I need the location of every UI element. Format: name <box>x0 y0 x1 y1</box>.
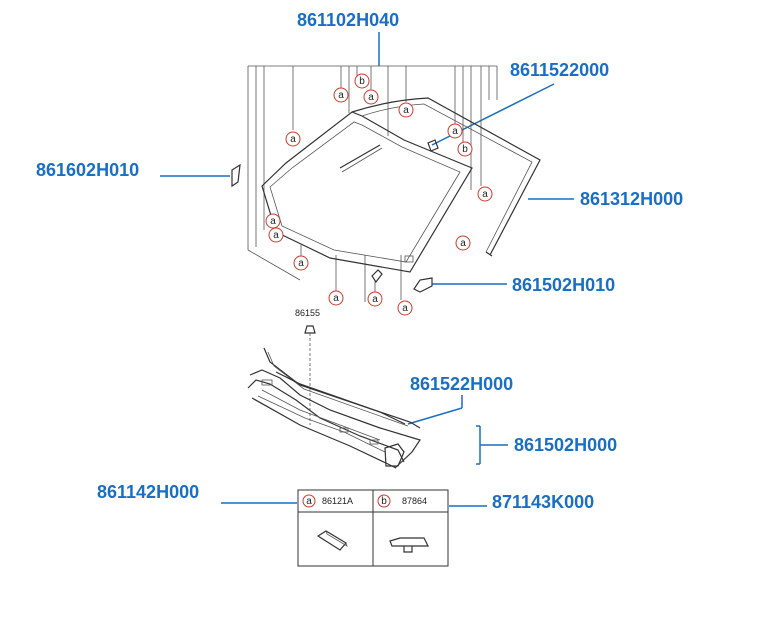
svg-text:a: a <box>368 92 374 103</box>
callout-a[interactable]: a <box>363 89 379 105</box>
callout-a[interactable]: a <box>477 186 493 202</box>
callout-b[interactable]: b <box>457 141 473 157</box>
legend-table: a 86121A b 87864 <box>297 489 449 567</box>
callout-b[interactable]: b <box>354 73 370 89</box>
callout-a[interactable]: a <box>398 102 414 118</box>
label-clip-top[interactable]: 8611522000 <box>510 60 609 80</box>
weatherstrip-right[interactable] <box>351 97 541 257</box>
label-windshield-glass[interactable]: 861102H040 <box>297 10 399 30</box>
svg-text:a: a <box>482 189 488 200</box>
label-weatherstrip-right[interactable]: 861312H000 <box>580 189 683 209</box>
svg-text:a: a <box>402 303 408 314</box>
legend-b-code: 87864 <box>402 496 427 506</box>
dam-left-icon <box>316 530 348 551</box>
legend-item-b[interactable]: b 87864 <box>377 494 429 553</box>
svg-text:b: b <box>462 144 468 155</box>
callout-a[interactable]: a <box>447 123 463 139</box>
cowl-seal[interactable] <box>275 371 406 425</box>
svg-text:a: a <box>298 258 304 269</box>
label-cowl-ref[interactable]: 86155 <box>295 308 320 318</box>
callout-a[interactable]: a <box>367 291 383 307</box>
svg-text:b: b <box>359 76 365 87</box>
svg-text:a: a <box>333 293 339 304</box>
windshield-glass[interactable] <box>261 111 473 273</box>
cowl-panel[interactable] <box>247 347 421 469</box>
clip-top[interactable] <box>427 139 439 152</box>
callout-a[interactable]: a <box>328 290 344 306</box>
cowl-fastener[interactable] <box>304 325 316 425</box>
fastener-icon <box>389 537 429 553</box>
molding-left[interactable] <box>231 163 241 188</box>
svg-text:a: a <box>273 230 279 241</box>
callout-a[interactable]: a <box>265 213 281 229</box>
label-dam-left[interactable]: 861142H000 <box>97 482 199 502</box>
legend-a-code: 86121A <box>322 496 353 506</box>
label-cowl-panel[interactable]: 861502H000 <box>514 435 617 455</box>
svg-text:a: a <box>460 238 466 249</box>
bracket-center[interactable] <box>371 269 383 284</box>
label-cowl-seal[interactable]: 861522H000 <box>410 374 513 394</box>
label-molding-left[interactable]: 861602H010 <box>36 160 139 180</box>
svg-text:a: a <box>270 216 276 227</box>
label-bracket-right[interactable]: 861502H010 <box>512 275 615 295</box>
callout-a[interactable]: a <box>285 131 301 147</box>
svg-text:a: a <box>338 90 344 101</box>
callout-a[interactable]: a <box>293 255 309 271</box>
callout-a[interactable]: a <box>268 227 284 243</box>
leader-lines <box>160 32 574 507</box>
callout-a[interactable]: a <box>333 87 349 103</box>
svg-text:a: a <box>403 105 409 116</box>
label-fastener-right[interactable]: 871143K000 <box>492 492 594 512</box>
svg-text:a: a <box>290 134 296 145</box>
svg-text:a: a <box>452 126 458 137</box>
callouts: a a b a a a b a a a a a a a a <box>265 73 493 316</box>
legend-a-letter: a <box>306 496 312 507</box>
legend-b-letter: b <box>381 496 387 507</box>
callout-a[interactable]: a <box>455 235 471 251</box>
callout-a[interactable]: a <box>397 300 413 316</box>
svg-text:a: a <box>372 294 378 305</box>
legend-item-a[interactable]: a 86121A <box>302 494 353 551</box>
bracket-right[interactable] <box>413 277 433 293</box>
